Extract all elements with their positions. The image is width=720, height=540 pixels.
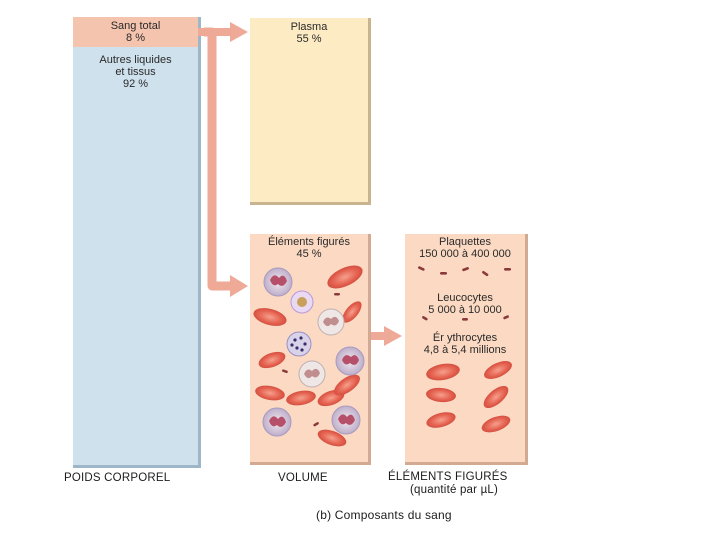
erythrocytes-label: Ér ythrocytes — [432, 332, 498, 344]
red-blood-cell — [255, 385, 285, 401]
erythrocytes-value: 4,8 à 5,4 millions — [423, 344, 507, 356]
figure-caption: (b) Composants du sang — [316, 508, 452, 522]
red-blood-cell — [426, 387, 456, 403]
red-blood-cell — [258, 351, 286, 369]
platelet — [334, 293, 340, 296]
platelet — [313, 422, 319, 427]
plasma-value: 55 % — [296, 33, 322, 45]
red-blood-cell — [483, 385, 509, 409]
red-blood-cell — [426, 412, 456, 428]
erythrocyte-cluster — [426, 361, 512, 433]
other-tissues-label-line2: et tissus — [115, 66, 156, 78]
whole-blood-label: Sang total — [110, 20, 161, 32]
formed-elements-caption-line1: ÉLÉMENTS FIGURÉS — [388, 471, 508, 483]
red-blood-cell — [327, 265, 363, 289]
red-blood-cell — [481, 415, 511, 433]
whole-blood-segment — [73, 17, 198, 47]
red-blood-cell — [286, 390, 316, 406]
blood-cells-mixed — [253, 265, 365, 447]
leukocyte-marks — [422, 315, 509, 321]
red-blood-cell — [334, 374, 360, 396]
body-weight-caption: POIDS CORPOREL — [64, 472, 171, 484]
red-blood-cell — [484, 361, 512, 379]
platelet-cluster — [418, 266, 511, 277]
arrow-to-counts — [371, 326, 402, 346]
red-blood-cell — [253, 308, 287, 326]
plasma-label: Plasma — [290, 21, 328, 33]
plasma-box — [250, 18, 371, 205]
leukocytes-label: Leucocytes — [437, 292, 493, 304]
whole-blood-value: 8 % — [126, 32, 145, 44]
body-weight-column — [73, 17, 201, 468]
red-blood-cell — [342, 301, 362, 323]
formed-elements-caption-line2: (quantité par µL) — [410, 484, 499, 496]
platelets-value: 150 000 à 400 000 — [419, 248, 511, 260]
red-blood-cell — [426, 363, 460, 381]
arrow-to-formed-elements — [204, 27, 248, 297]
other-tissues-value: 92 % — [122, 78, 149, 90]
volume-caption: VOLUME — [278, 472, 328, 484]
red-blood-cell — [317, 429, 347, 447]
leukocytes-value: 5 000 à 10 000 — [428, 304, 502, 316]
other-tissues-label-line1: Autres liquides — [99, 54, 172, 66]
formed-elements-value: 45 % — [296, 248, 322, 260]
formed-elements-count-box — [405, 234, 528, 465]
platelet — [282, 369, 288, 374]
white-blood-cell — [286, 331, 312, 357]
formed-elements-label: Éléments figurés — [268, 236, 350, 248]
platelets-label: Plaquettes — [439, 236, 491, 248]
